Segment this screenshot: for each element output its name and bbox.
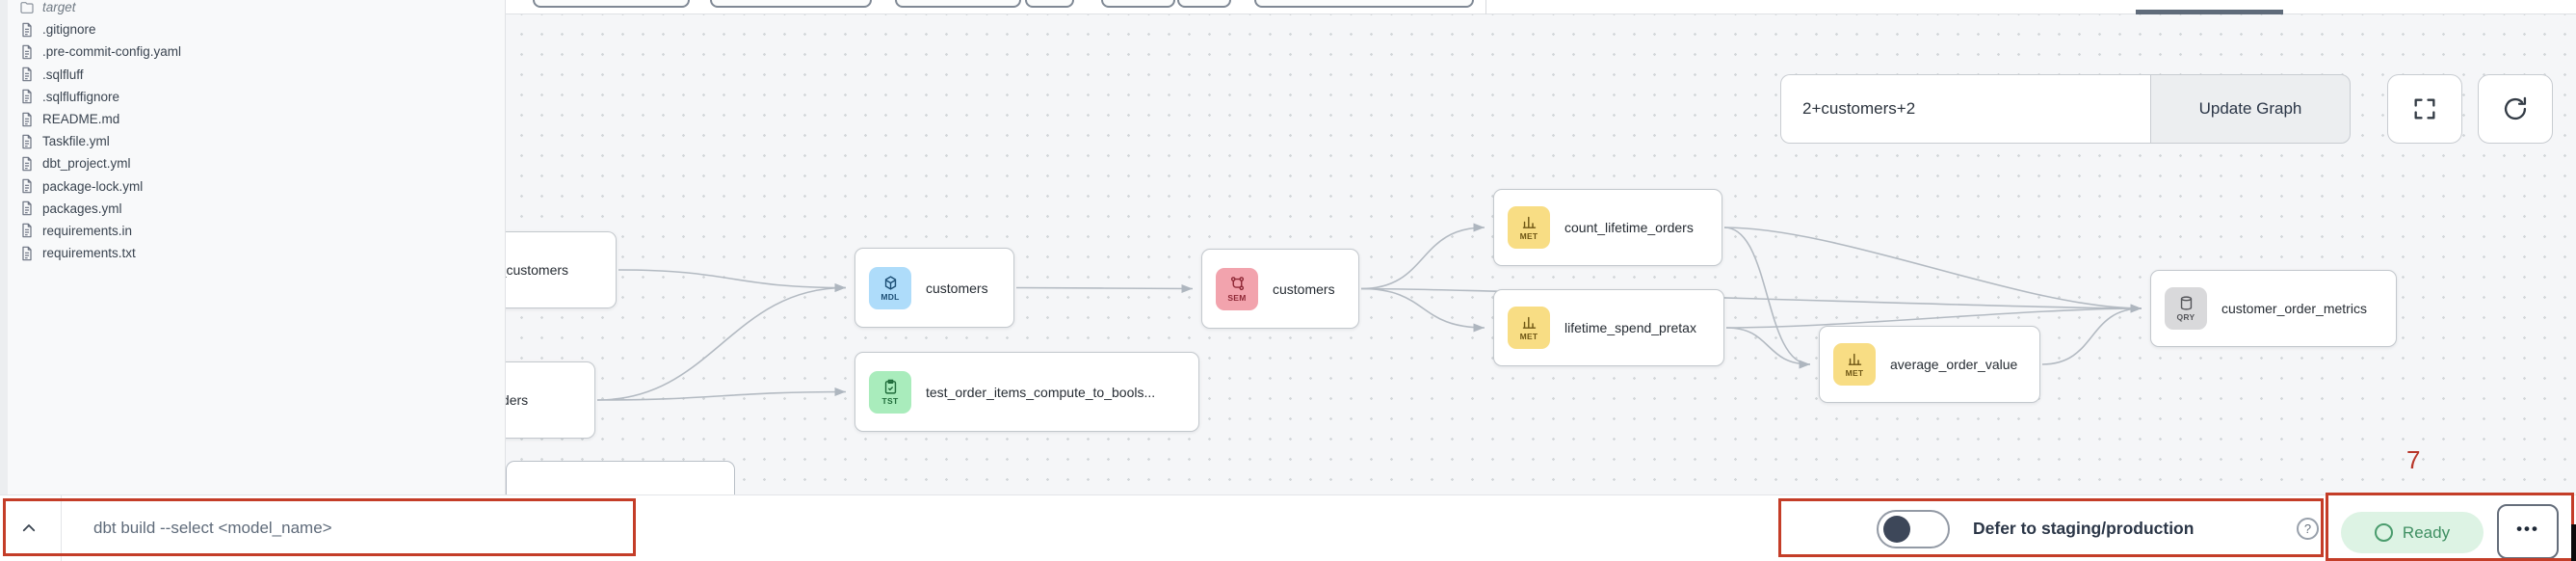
- fullscreen-button[interactable]: [2387, 74, 2462, 144]
- clipped-node-card[interactable]: [506, 461, 735, 499]
- node-type-badge-met: MET: [1833, 343, 1876, 386]
- file-name: .gitignore: [42, 22, 96, 38]
- corner-artifact: [2571, 524, 2576, 561]
- file-icon: [19, 178, 35, 194]
- node-label: customer_order_metrics: [2221, 301, 2367, 316]
- refresh-icon: [2502, 95, 2529, 122]
- file-icon: [19, 112, 35, 127]
- file-name: requirements.in: [42, 223, 133, 238]
- graph-node-customers_semantic[interactable]: SEM customers: [1201, 249, 1359, 329]
- status-badge-ready: Ready: [2341, 512, 2484, 553]
- defer-toggle[interactable]: [1877, 510, 1950, 548]
- clipped-toolbar-button-1[interactable]: [533, 0, 690, 8]
- sidebar-gutter: [0, 0, 8, 561]
- file-name: target: [42, 0, 76, 15]
- status-ring-icon: [2374, 523, 2393, 542]
- file-name: .sqlfluff: [42, 67, 84, 82]
- node-label: customers: [1273, 280, 1335, 297]
- graph-node-customers_model[interactable]: MDL customers: [854, 248, 1014, 328]
- file-item-taskfile-yml[interactable]: Taskfile.yml: [0, 130, 505, 152]
- file-icon: [19, 89, 35, 104]
- graph-node-test_order_items[interactable]: TST test_order_items_compute_to_bools...: [854, 352, 1199, 432]
- graph-node-count_lifetime_orders[interactable]: MET count_lifetime_orders: [1493, 189, 1722, 266]
- pane-divider: [1485, 0, 1486, 14]
- node-type-badge-sem: SEM: [1216, 267, 1258, 310]
- file-item--sqlfluffignore[interactable]: .sqlfluffignore: [0, 86, 505, 108]
- file-list: target .gitignore .pre-commit-config.yaml.…: [0, 0, 505, 264]
- file-icon: [19, 246, 35, 261]
- file-item-target[interactable]: target: [0, 0, 505, 18]
- file-name: package-lock.yml: [42, 178, 144, 194]
- file-name: dbt_project.yml: [42, 156, 131, 172]
- file-icon: [19, 156, 35, 172]
- node-label: count_lifetime_orders: [1564, 220, 1694, 235]
- file-item-packages-yml[interactable]: packages.yml: [0, 198, 505, 220]
- file-icon: [19, 67, 35, 82]
- graph-node-average_order_value[interactable]: MET average_order_value: [1819, 326, 2040, 403]
- file-item--gitignore[interactable]: .gitignore: [0, 18, 505, 40]
- file-item-dbt-project-yml[interactable]: dbt_project.yml: [0, 152, 505, 174]
- file-item-package-lock-yml[interactable]: package-lock.yml: [0, 175, 505, 198]
- node-type-badge-tst: TST: [869, 370, 911, 414]
- dbt-command-input[interactable]: [92, 509, 535, 548]
- file-name: README.md: [42, 112, 120, 127]
- file-item-requirements-txt[interactable]: requirements.txt: [0, 242, 505, 264]
- clipped-toolbar-button-6[interactable]: [1177, 0, 1231, 8]
- node-label: test_order_items_compute_to_bools...: [926, 384, 1156, 400]
- file-explorer-sidebar: target .gitignore .pre-commit-config.yaml.…: [0, 0, 506, 494]
- node-type-badge-met: MET: [1508, 307, 1550, 349]
- lineage-selector-input[interactable]: [1780, 74, 2150, 144]
- file-name: packages.yml: [42, 200, 122, 216]
- file-name: requirements.txt: [42, 246, 136, 261]
- clipped-toolbar-button-4[interactable]: [1025, 0, 1074, 8]
- annotation-number-7: 7: [2406, 445, 2421, 474]
- chevron-up-icon: [20, 520, 38, 537]
- file-icon: [19, 200, 35, 216]
- file-item-readme-md[interactable]: README.md: [0, 108, 505, 130]
- divider: [61, 495, 62, 561]
- overflow-menu-button[interactable]: •••: [2497, 504, 2559, 559]
- graph-node-customer_order_metrics[interactable]: QRY customer_order_metrics: [2150, 270, 2397, 347]
- file-item-requirements-in[interactable]: requirements.in: [0, 220, 505, 242]
- folder-icon: [19, 0, 35, 15]
- node-type-badge-mdl: MDL: [869, 266, 911, 309]
- node-label: customers: [926, 280, 988, 296]
- node-type-badge-met: MET: [1508, 206, 1550, 249]
- node-label: average_order_value: [1890, 357, 2018, 372]
- help-icon[interactable]: ?: [2297, 518, 2319, 540]
- refresh-button[interactable]: [2478, 74, 2553, 144]
- graph-node-lifetime_spend_pretax[interactable]: MET lifetime_spend_pretax: [1493, 289, 1724, 366]
- file-icon: [19, 223, 35, 238]
- file-item--pre-commit-config-yaml[interactable]: .pre-commit-config.yaml: [0, 40, 505, 63]
- status-label: Ready: [2402, 522, 2451, 542]
- node-type-badge-qry: QRY: [2165, 287, 2207, 330]
- file-icon: [19, 134, 35, 149]
- top-strip: [506, 0, 2576, 14]
- graph-selector-group: Update Graph: [1780, 74, 2351, 144]
- clipped-toolbar-button-2[interactable]: [710, 0, 872, 8]
- expand-command-panel-button[interactable]: [13, 513, 44, 544]
- bottom-command-bar: 5 Defer to staging/production ? 6 Ready …: [0, 494, 2576, 561]
- toggle-knob: [1883, 516, 1910, 543]
- file-item--sqlfluff[interactable]: .sqlfluff: [0, 64, 505, 86]
- active-tab-indicator: [2136, 10, 2283, 14]
- file-icon: [19, 22, 35, 38]
- defer-label: Defer to staging/production: [1973, 519, 2195, 538]
- file-name: Taskfile.yml: [42, 134, 110, 149]
- update-graph-button[interactable]: Update Graph: [2150, 74, 2351, 144]
- clipped-toolbar-button-3[interactable]: [895, 0, 1021, 8]
- clipped-toolbar-button-5[interactable]: [1101, 0, 1175, 8]
- clipped-toolbar-button-7[interactable]: [1254, 0, 1474, 8]
- file-name: .pre-commit-config.yaml: [42, 44, 182, 60]
- file-icon: [19, 44, 35, 60]
- fullscreen-icon: [2411, 95, 2438, 122]
- file-name: .sqlfluffignore: [42, 89, 120, 104]
- node-label: lifetime_spend_pretax: [1564, 320, 1696, 335]
